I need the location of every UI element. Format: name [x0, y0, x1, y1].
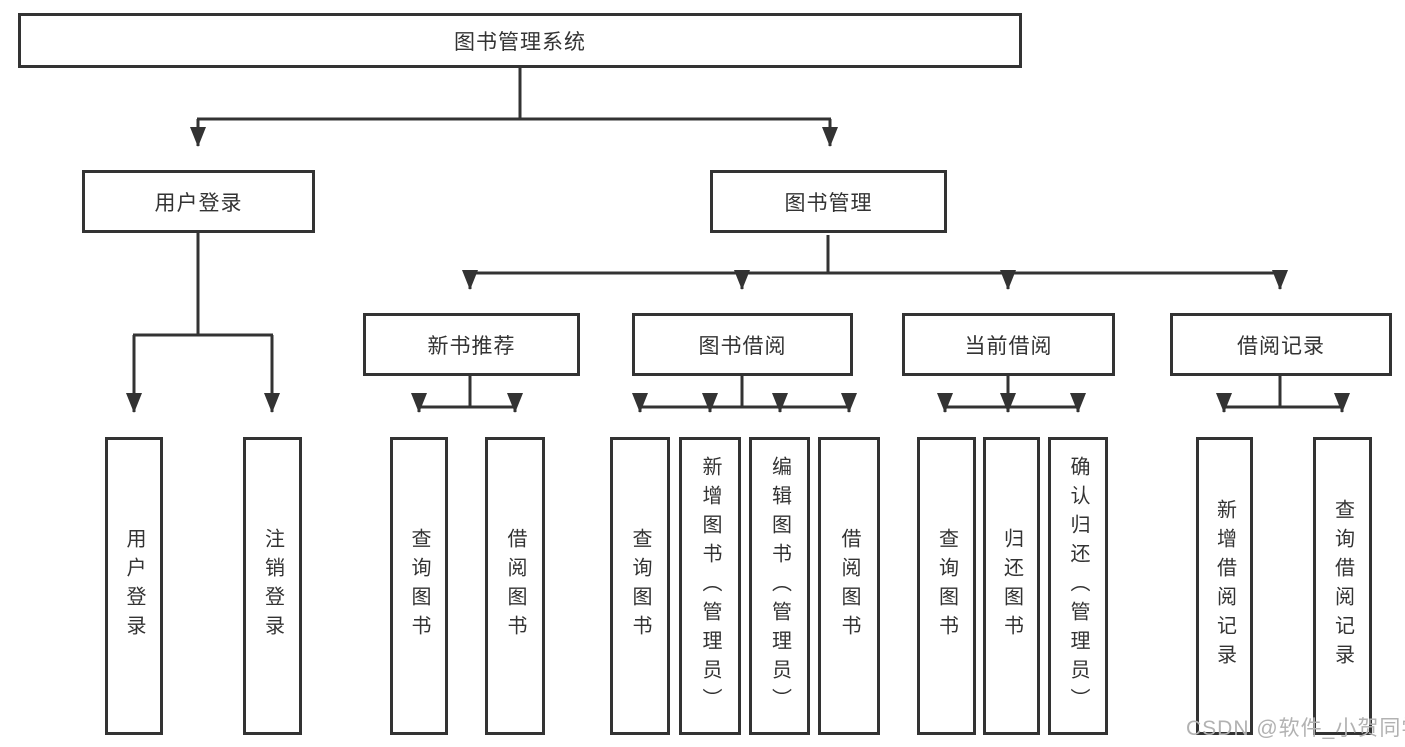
leaf-recommend-borrow-books: 借阅图书 [485, 437, 545, 735]
leaf-records-add-record: 新增借阅记录 [1196, 437, 1253, 735]
leaf-records-query-record: 查询借阅记录 [1313, 437, 1372, 735]
leaf-user-login: 用户登录 [105, 437, 163, 735]
leaf-current-return-books: 归还图书 [983, 437, 1040, 735]
node-borrow-records: 借阅记录 [1170, 313, 1392, 376]
leaf-current-confirm-return-admin: 确认归还（管理员） [1048, 437, 1108, 735]
leaf-borrow-borrow-books: 借阅图书 [818, 437, 880, 735]
node-new-book-recommend: 新书推荐 [363, 313, 580, 376]
node-current-borrow: 当前借阅 [902, 313, 1115, 376]
leaf-borrow-edit-books-admin: 编辑图书（管理员） [749, 437, 810, 735]
leaf-borrow-add-books-admin: 新增图书（管理员） [679, 437, 741, 735]
watermark: CSDN @软件_小贺同学 [1186, 717, 1405, 740]
node-book-management: 图书管理 [710, 170, 947, 233]
leaf-logout: 注销登录 [243, 437, 302, 735]
leaf-borrow-query-books: 查询图书 [610, 437, 670, 735]
leaf-current-query-books: 查询图书 [917, 437, 976, 735]
node-user-login: 用户登录 [82, 170, 315, 233]
node-book-borrow: 图书借阅 [632, 313, 853, 376]
leaf-recommend-query-books: 查询图书 [390, 437, 448, 735]
node-root-system: 图书管理系统 [18, 13, 1022, 68]
